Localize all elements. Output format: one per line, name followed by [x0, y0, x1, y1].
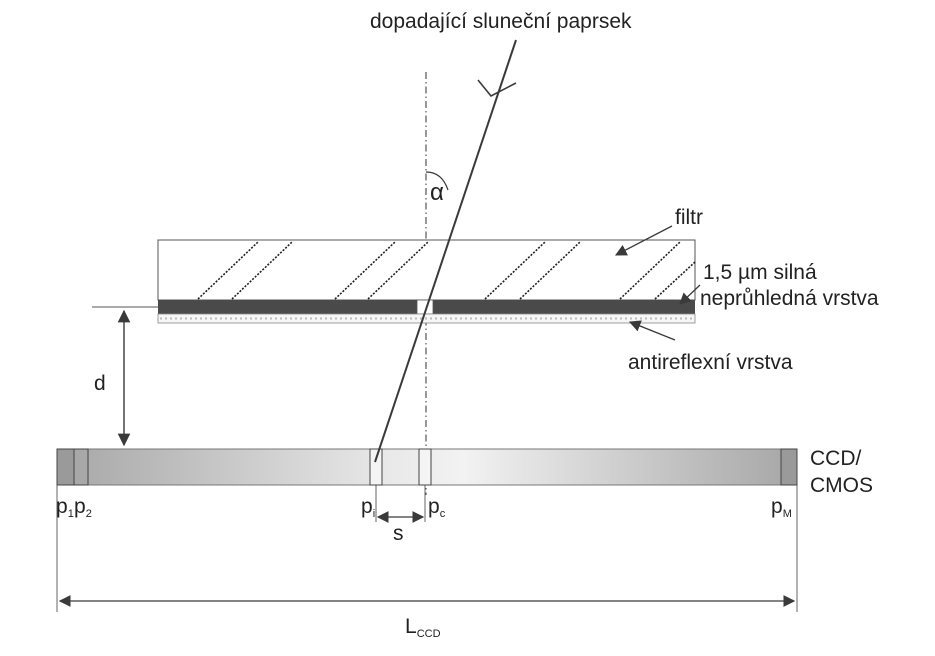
- filter-label: filtr: [675, 206, 703, 229]
- length-label: LCCD: [405, 615, 441, 640]
- pixel-pM: [780, 448, 798, 486]
- pixel-pi: [369, 448, 383, 486]
- opaque-layer-left: [158, 300, 417, 314]
- pixel-p2: [73, 448, 89, 486]
- shift-label: s: [393, 522, 404, 545]
- antireflex-leader: [628, 320, 676, 341]
- pixel-label-pi: pi: [361, 495, 375, 520]
- opaque-layer-label-1: 1,5 µm silná: [703, 261, 817, 284]
- pixel-label-pc: pc: [428, 495, 446, 520]
- pixel-label-p1: p1: [56, 495, 74, 520]
- pixel-p1: [56, 448, 75, 486]
- ray-direction-arrow: [477, 79, 517, 98]
- incident-ray: [374, 39, 517, 463]
- pixel-label-p2: p2: [74, 495, 92, 520]
- pixel-pc: [418, 448, 432, 486]
- sensor-label-2: CMOS: [810, 474, 873, 497]
- opaque-layer-label-2: neprůhledná vrstva: [700, 287, 879, 310]
- angle-arc: [425, 171, 449, 191]
- pixel-label-pM: pM: [771, 495, 792, 520]
- sensor-label-1: CCD/: [810, 447, 861, 470]
- filter-body: [157, 239, 696, 301]
- angle-label: α: [430, 179, 444, 206]
- distance-label: d: [94, 372, 106, 395]
- incident-ray-label: dopadající sluneční paprsek: [370, 10, 632, 33]
- opaque-layer-right: [433, 300, 695, 314]
- filter-leader: [614, 225, 673, 256]
- opaque-layer-leader: [679, 284, 701, 305]
- antireflex-label: antireflexní vrstva: [628, 351, 793, 374]
